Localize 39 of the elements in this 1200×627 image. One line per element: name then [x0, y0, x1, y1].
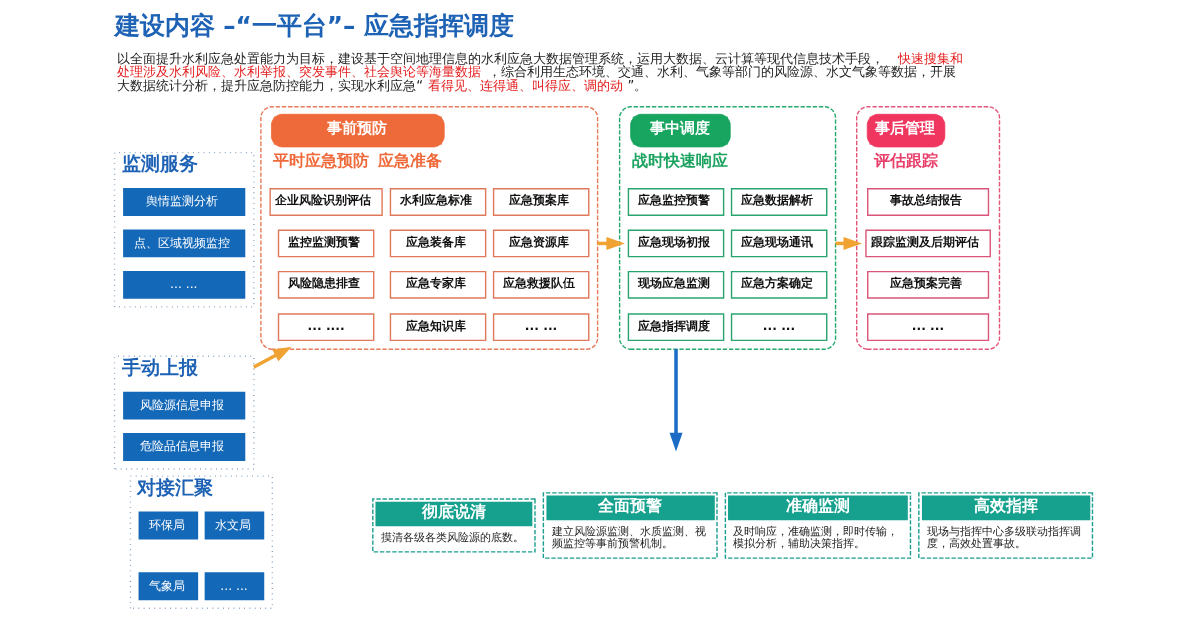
node-box: 事故总结报告 — [867, 188, 990, 216]
node-box: 应急知识库 — [389, 313, 487, 342]
node-box: 应急现场通讯 — [730, 229, 828, 258]
node-box: 应急现场初报 — [627, 229, 725, 258]
node-box: 企业风险识别评估 — [269, 188, 383, 216]
node-box: 监控监测预警 — [277, 229, 375, 258]
node-box: 应急预案库 — [492, 188, 590, 216]
arrow — [253, 346, 292, 369]
node-box: ... ... — [204, 572, 265, 601]
arrow — [597, 236, 625, 250]
node-box: 风险隐患排查 — [277, 270, 375, 299]
node-box: ... ... — [867, 313, 990, 342]
node-box: 应急预案完善 — [867, 270, 990, 299]
node-box: 风险源信息申报 — [123, 391, 246, 420]
node-box: ... ... — [492, 313, 590, 342]
node-box: 水文局 — [204, 511, 265, 540]
node-box: 环保局 — [138, 511, 199, 540]
node-box: 应急救援队伍 — [492, 270, 590, 299]
node-box: 应急监控预警 — [627, 188, 725, 216]
node-box: 应急资源库 — [492, 229, 590, 258]
node-box: 应急指挥调度 — [627, 313, 725, 342]
label: 以全面提升水利应急处置能力为目标，建设基于空间地理信息的水利应急大数据管理系统，运用大数据、云计算等现代信息技术手段，快速搜集和处理涉及水利风险、水利举报、突发事件、社会舆论等海量数据，综合利用生态环境、交通、水利、气象等部门的风险源、水文气象等数据，开展大数据统计分析，提升应急防控能力，实现水利应急“看得见、连得通、叫得应、调的动”。 — [117, 51, 964, 93]
node-box: 危险品信息申报 — [123, 433, 246, 461]
node-box: ... .... — [277, 313, 375, 342]
node-box: ... ... — [730, 313, 828, 342]
node-box: 应急数据解析 — [730, 188, 828, 216]
diagram-title: 建设内容 –“一平台”– 应急指挥调度 — [114, 11, 514, 41]
node-box: 舆情监测分析 — [123, 188, 246, 216]
node-box: 气象局 — [138, 572, 199, 601]
node-box: 现场应急监测 — [627, 270, 725, 299]
node-box: 点、区域视频监控 — [123, 229, 246, 258]
node-box: 应急装备库 — [389, 229, 487, 258]
node-box: ... ... — [123, 270, 246, 299]
node-box: 应急专家库 — [389, 270, 487, 299]
node-box: 应急方案确定 — [730, 270, 828, 299]
node-box: 水利应急标准 — [389, 188, 487, 216]
arrow — [835, 236, 863, 250]
node-box: 跟踪监测及后期评估 — [865, 229, 991, 258]
arrow — [669, 349, 683, 452]
